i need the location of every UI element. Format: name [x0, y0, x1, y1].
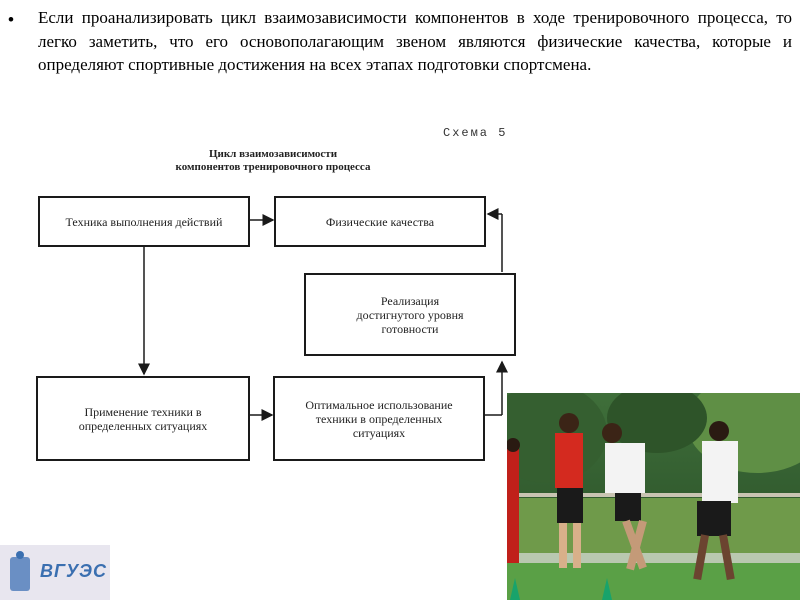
diagram-title-line2: компонентов тренировочного процесса	[175, 161, 371, 173]
box-physical-qualities: Физические качества	[274, 196, 486, 247]
box-optimal-use: Оптимальное использование техники в опре…	[273, 376, 485, 461]
scheme-label: Схема 5	[443, 126, 508, 140]
university-logo: ВГУЭС	[0, 545, 110, 600]
football-training-photo	[507, 393, 800, 600]
bullet-paragraph: • Если проанализировать цикл взаимозавис…	[8, 6, 792, 77]
box-technique: Техника выполнения действий	[38, 196, 250, 247]
paragraph-text: Если проанализировать цикл взаимозависим…	[38, 8, 792, 74]
box-realization: Реализация достигнутого уровня готовност…	[304, 273, 516, 356]
diagram-connectors	[138, 208, 508, 421]
bullet-marker: •	[8, 10, 14, 29]
diagram-title: Цикл взаимозависимости компонентов трени…	[148, 148, 398, 174]
box-application: Применение техники в определенных ситуац…	[36, 376, 250, 461]
logo-text: ВГУЭС	[40, 561, 107, 581]
diagram-title-line1: Цикл взаимозависимости	[208, 148, 338, 160]
cycle-diagram: Схема 5 Цикл взаимозависимости компонент…	[30, 122, 530, 462]
